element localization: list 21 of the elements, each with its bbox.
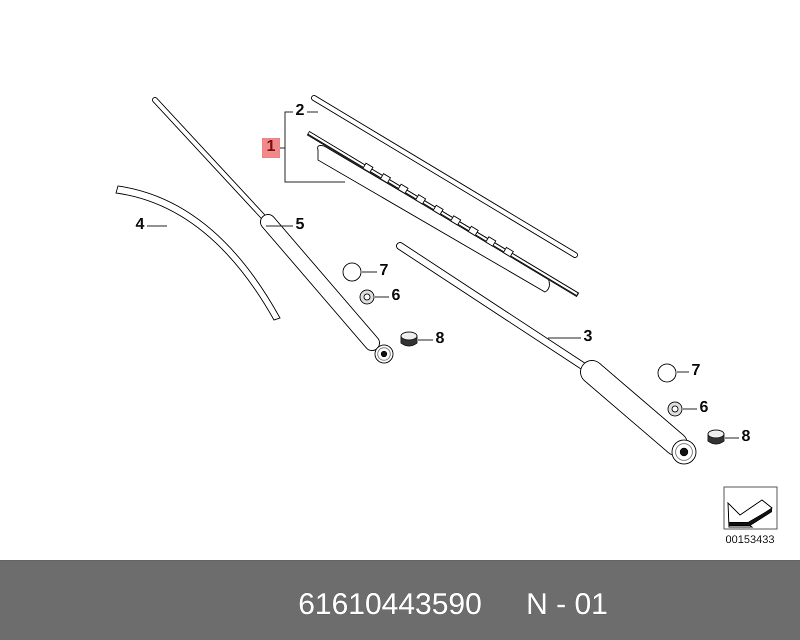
leader-line <box>374 296 390 298</box>
footer-text: 61610443590 <box>298 588 482 622</box>
blade-insert-strip-drawing <box>311 95 578 258</box>
callout-number: 8 <box>737 428 755 448</box>
callout-number: 7 <box>375 262 393 282</box>
plug <box>400 332 418 346</box>
plug <box>708 430 724 444</box>
figure-number: 00153433 <box>726 534 774 546</box>
callout-number: 3 <box>579 328 597 348</box>
leader-line <box>280 112 294 148</box>
spoiler-strip-drawing <box>116 186 280 320</box>
leader-line <box>682 408 698 410</box>
callout-number: 6 <box>695 399 713 419</box>
callout-number: 2 <box>291 102 309 122</box>
callout-number: 6 <box>387 287 405 307</box>
callout-number: 5 <box>291 216 309 236</box>
callout-number: 8 <box>431 330 449 350</box>
callout-number: 4 <box>131 216 149 236</box>
wiper-arm-drawing <box>152 97 394 364</box>
callout-number: 7 <box>687 362 705 382</box>
footer-text: N - 01 <box>526 588 608 622</box>
